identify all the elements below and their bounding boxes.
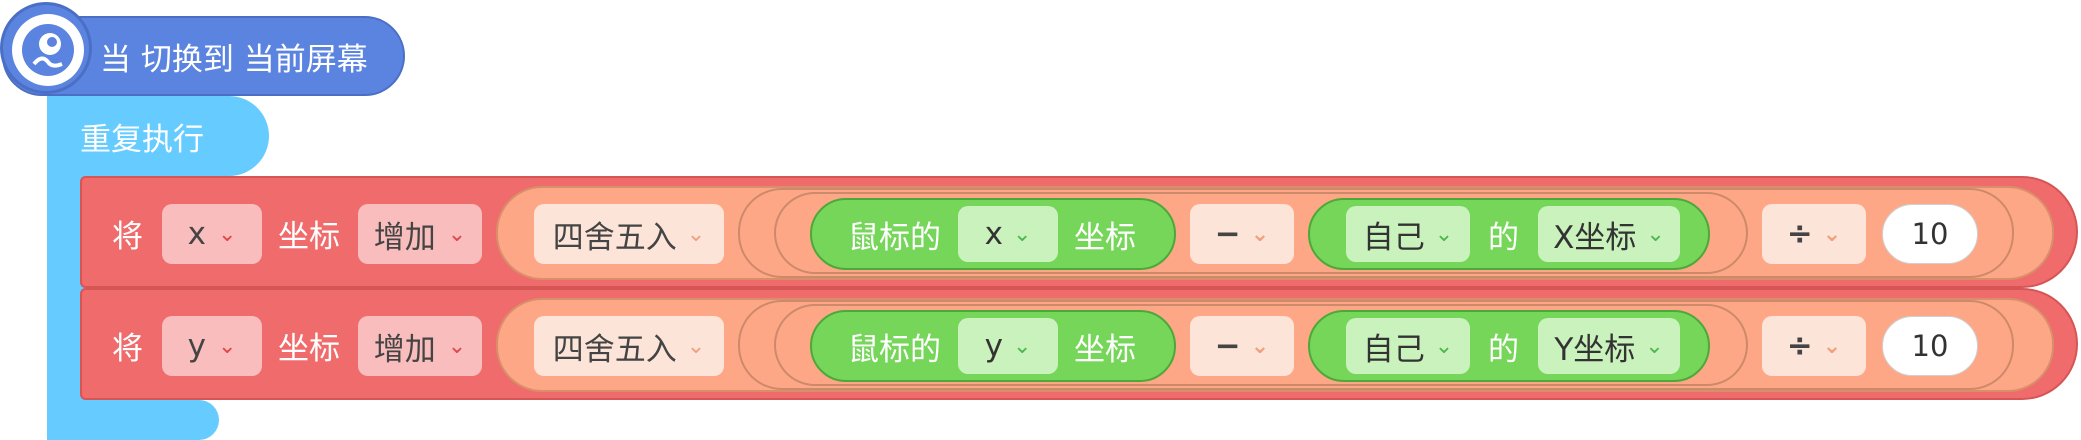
self-value: 自己 — [1362, 331, 1425, 368]
chevron-down-icon: ⌄ — [1250, 333, 1270, 359]
loop-label: 重复执行 — [80, 121, 204, 158]
self-property-dropdown[interactable]: X坐标 ⌄ — [1538, 206, 1680, 262]
set-label: 将 — [112, 218, 143, 255]
event-label: 当 切换到 当前屏幕 — [100, 41, 368, 78]
divide-dropdown[interactable]: ÷⌄ — [1762, 204, 1866, 264]
mouse-axis-dropdown[interactable]: y⌄ — [958, 318, 1058, 374]
divide-operator: ÷ — [1786, 216, 1813, 252]
self-dropdown[interactable]: 自己 ⌄ — [1346, 206, 1470, 262]
chevron-down-icon: ⌄ — [1645, 333, 1664, 359]
divide-dropdown[interactable]: ÷⌄ — [1762, 316, 1866, 376]
minus-operator: − — [1214, 216, 1241, 252]
chevron-down-icon: ⌄ — [1646, 221, 1665, 247]
minus-dropdown[interactable]: −⌄ — [1190, 204, 1294, 264]
round-value: 四舍五入 — [552, 219, 677, 256]
minus-operator: − — [1214, 328, 1241, 364]
operation-dropdown[interactable]: 增加 ⌄ — [358, 316, 482, 376]
operation-dropdown[interactable]: 增加 ⌄ — [358, 204, 482, 264]
chevron-down-icon: ⌄ — [1250, 221, 1270, 247]
mouse-suffix-label: 坐标 — [1074, 219, 1136, 256]
self-property-value: Y坐标 — [1554, 331, 1636, 368]
set-label: 将 — [112, 330, 143, 367]
minus-dropdown[interactable]: −⌄ — [1190, 316, 1294, 376]
axis-dropdown[interactable]: y⌄ — [162, 316, 262, 376]
chevron-down-icon: ⌄ — [1434, 221, 1454, 247]
axis-dropdown[interactable]: x⌄ — [162, 204, 262, 264]
chevron-down-icon: ⌄ — [686, 333, 706, 359]
mouse-axis-value: x — [984, 216, 1003, 252]
coordinate-label: 坐标 — [278, 330, 340, 367]
chevron-down-icon: ⌄ — [1822, 333, 1842, 359]
loop-foot — [47, 400, 219, 440]
axis-value: x — [187, 216, 206, 252]
round-dropdown[interactable]: 四舍五入 ⌄ — [534, 204, 724, 264]
chevron-down-icon: ⌄ — [1012, 221, 1032, 247]
operation-value: 增加 — [373, 219, 436, 256]
mouse-axis-value: y — [984, 328, 1003, 364]
round-dropdown[interactable]: 四舍五入 ⌄ — [534, 316, 724, 376]
chevron-down-icon: ⌄ — [447, 221, 467, 247]
change-coordinate-block[interactable]: 将 y⌄ 坐标 增加⌄ 四舍五入⌄ 鼠标的 y⌄ 坐标 −⌄ 自己⌄ 的 Y坐标… — [80, 288, 2078, 400]
chevron-down-icon: ⌄ — [1434, 333, 1454, 359]
self-dropdown[interactable]: 自己 ⌄ — [1346, 318, 1470, 374]
mouse-prefix-label: 鼠标的 — [848, 331, 941, 368]
coordinate-label: 坐标 — [278, 218, 340, 255]
divisor-input[interactable]: 10 — [1882, 204, 1978, 264]
divide-operator: ÷ — [1786, 328, 1813, 364]
of-label: 的 — [1488, 219, 1519, 256]
round-value: 四舍五入 — [552, 331, 677, 368]
chevron-down-icon: ⌄ — [447, 333, 467, 359]
axis-value: y — [187, 328, 206, 364]
chevron-down-icon: ⌄ — [217, 333, 237, 359]
divisor-input[interactable]: 10 — [1882, 316, 1978, 376]
chevron-down-icon: ⌄ — [1012, 333, 1032, 359]
self-property-dropdown[interactable]: Y坐标 ⌄ — [1538, 318, 1680, 374]
self-value: 自己 — [1362, 219, 1425, 256]
operation-value: 增加 — [373, 331, 436, 368]
change-coordinate-block[interactable]: 将 x⌄ 坐标 增加⌄ 四舍五入⌄ 鼠标的 x⌄ 坐标 −⌄ 自己⌄ 的 X坐标… — [80, 176, 2078, 288]
chevron-down-icon: ⌄ — [686, 221, 706, 247]
chevron-down-icon: ⌄ — [217, 221, 237, 247]
mouse-suffix-label: 坐标 — [1074, 331, 1136, 368]
of-label: 的 — [1488, 331, 1519, 368]
mouse-prefix-label: 鼠标的 — [848, 219, 941, 256]
chevron-down-icon: ⌄ — [1822, 221, 1842, 247]
eye-sensor-icon — [12, 14, 84, 86]
repeat-forever-block[interactable] — [47, 96, 269, 176]
self-property-value: X坐标 — [1553, 219, 1637, 256]
mouse-axis-dropdown[interactable]: x⌄ — [958, 206, 1058, 262]
